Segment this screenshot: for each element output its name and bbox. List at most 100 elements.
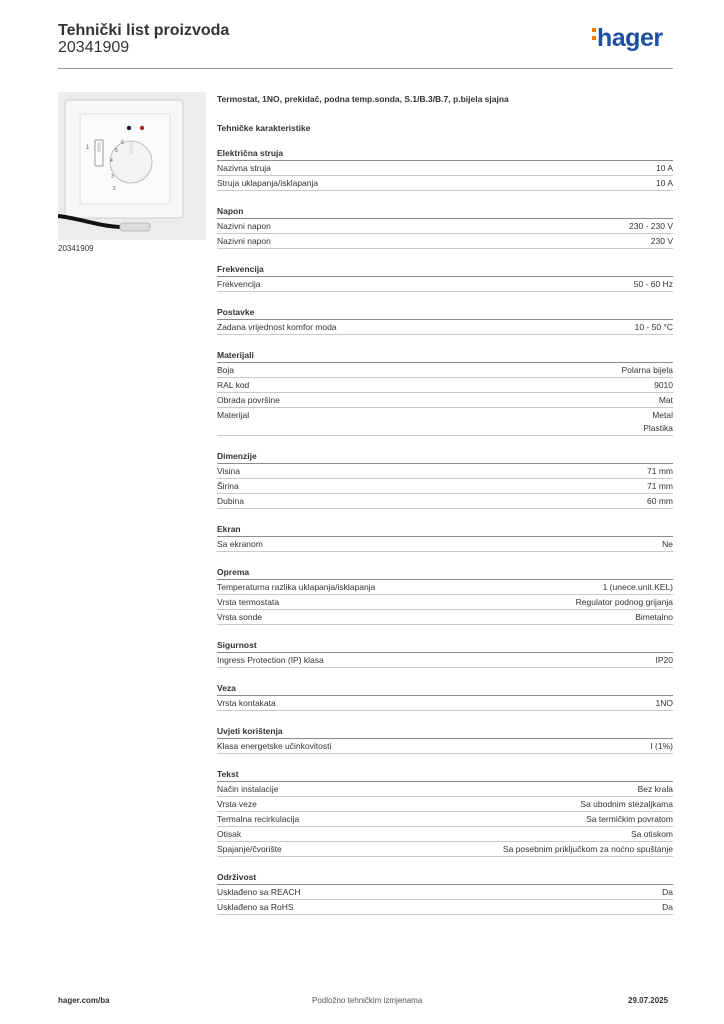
section-title: Veza — [217, 681, 673, 696]
spec-value-line: Regulator podnog grijanja — [575, 597, 673, 607]
spec-value: Sa ubodnim stezaljkama — [580, 798, 673, 811]
spec-value-line: Sa ubodnim stezaljkama — [580, 799, 673, 809]
spec-value-line: Metal — [652, 410, 673, 420]
spec-section: Ekran Sa ekranom Ne — [217, 522, 673, 552]
spec-value: 60 mm — [647, 495, 673, 508]
dial-number-3: 3 — [111, 174, 114, 180]
spec-label: Nazivni napon — [217, 221, 271, 231]
spec-value-line: Plastika — [643, 423, 673, 433]
section-title: Oprema — [217, 565, 673, 580]
spec-label: Visina — [217, 466, 240, 476]
spec-label: Dubina — [217, 496, 244, 506]
spec-value-line: Sa otiskom — [630, 829, 673, 839]
spec-label: Nazivna struja — [217, 163, 271, 173]
spec-value-line: 10 A — [655, 163, 673, 173]
section-title: Napon — [217, 204, 673, 219]
section-title: Ekran — [217, 522, 673, 537]
spec-label: Usklađeno sa RoHS — [217, 902, 294, 912]
product-image: 1 2 3 4 5 6 — [57, 92, 206, 240]
header-divider — [58, 68, 673, 69]
spec-value: Sa termičkim povratom — [586, 813, 673, 826]
spec-label: Boja — [217, 365, 235, 375]
spec-value: Sa posebnim priključkom za noćno spuštan… — [503, 843, 673, 856]
spec-value-line: Ne — [662, 539, 673, 549]
spec-value-line: Mat — [658, 395, 673, 405]
spec-value: IP20 — [656, 654, 674, 667]
section-title: Sigurnost — [217, 638, 673, 653]
spec-value-line: 230 - 230 V — [629, 221, 673, 231]
spec-value: I (1%) — [650, 740, 673, 753]
spec-value-line: 60 mm — [647, 496, 673, 506]
spec-label: Termalna recirkulacija — [217, 814, 300, 824]
spec-label: Vrsta termostata — [217, 597, 280, 607]
spec-value: 230 - 230 V — [629, 220, 673, 233]
dial-number-5: 5 — [115, 148, 118, 154]
dial-number-1: 1 — [86, 145, 90, 151]
product-code: 20341909 — [58, 39, 130, 56]
spec-label: Materijal — [217, 410, 250, 420]
footer-website: hager.com/ba — [58, 996, 110, 1005]
spec-row: Usklađeno sa RoHS Da — [217, 900, 673, 915]
spec-label: Zadana vrijednost komfor moda — [217, 322, 337, 332]
spec-row: Obrada površine Mat — [217, 393, 673, 408]
spec-row: Ingress Protection (IP) klasa IP20 — [217, 653, 673, 668]
section-title: Tekst — [217, 767, 673, 782]
spec-value-line: Sa termičkim povratom — [586, 814, 673, 824]
spec-value: 10 A — [656, 162, 673, 175]
spec-value-line: Da — [662, 887, 673, 897]
spec-value-line: IP20 — [655, 655, 674, 665]
spec-value: 71 mm — [647, 480, 673, 493]
spec-label: Obrada površine — [217, 395, 280, 405]
section-title: Električna struja — [217, 146, 673, 161]
spec-value: 9010 — [654, 379, 673, 392]
spec-value-line: Da — [662, 902, 673, 912]
spec-row: Termalna recirkulacija Sa termičkim povra… — [217, 812, 673, 827]
section-title: Dimenzije — [217, 449, 673, 464]
spec-label: Struja uklapanja/isklapanja — [217, 178, 319, 188]
spec-row: Struja uklapanja/isklapanja 10 A — [217, 176, 673, 191]
section-title: Frekvencija — [217, 262, 673, 277]
footer-date: 29.07.2025 — [628, 996, 669, 1005]
spec-value: 10 - 50 °C — [635, 321, 673, 334]
document-title: Tehnički list proizvoda — [58, 22, 230, 39]
tech-characteristics-heading: Tehničke karakteristike — [217, 123, 311, 133]
spec-value: 71 mm — [647, 465, 673, 478]
footer-note: Podložno tehničkim izmjenama — [312, 996, 423, 1005]
spec-value-line: 9010 — [654, 380, 673, 390]
spec-value: Da — [662, 901, 673, 914]
spec-value-line: 1 (unece.unit.KEL) — [602, 582, 673, 592]
spec-value-line: 1NO — [655, 698, 673, 708]
spec-value-line: 10 A — [655, 178, 673, 188]
spec-value: 230 V — [651, 235, 673, 248]
spec-label: Način instalacije — [217, 784, 279, 794]
section-title: Materijali — [217, 348, 673, 363]
dial-number-6: 6 — [121, 140, 124, 146]
spec-row: Nazivna struja 10 A — [217, 161, 673, 176]
spec-row: Temperaturna razlika uklapanja/isklapanj… — [217, 580, 673, 595]
spec-label: Frekvencija — [217, 279, 261, 289]
section-title: Postavke — [217, 305, 673, 320]
spec-label: Otisak — [217, 829, 242, 839]
spec-value: Ne — [662, 538, 673, 551]
spec-value: Bimetalno — [635, 611, 673, 624]
spec-label: RAL kod — [217, 380, 250, 390]
spec-row: Vrsta termostata Regulator podnog grijanj… — [217, 595, 673, 610]
spec-value-line: Sa posebnim priključkom za noćno spuštan… — [502, 844, 673, 854]
spec-row: Visina 71 mm — [217, 464, 673, 479]
spec-value: 50 - 60 Hz — [634, 278, 673, 291]
spec-label: Ingress Protection (IP) klasa — [217, 655, 324, 665]
spec-label: Sa ekranom — [217, 539, 263, 549]
